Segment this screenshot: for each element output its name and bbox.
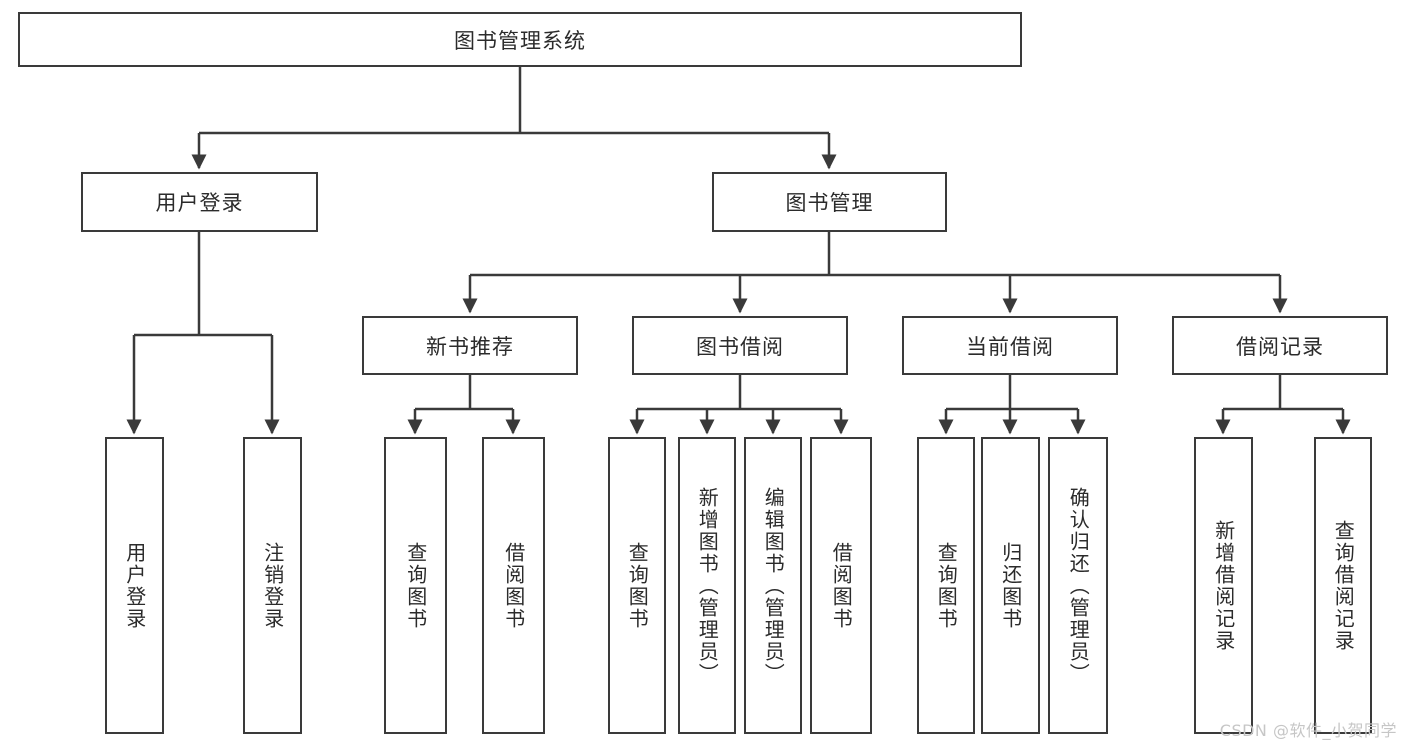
node-leaf-add-book-label: 新增图书（管理员）	[695, 487, 720, 685]
node-leaf-edit-book-label: 编辑图书（管理员）	[761, 487, 786, 685]
node-new-book-rec-label: 新书推荐	[426, 334, 514, 359]
node-user-login-label: 用户登录	[155, 191, 244, 215]
node-leaf-borrow-book-rec[interactable]: 借阅图书	[482, 437, 545, 734]
node-leaf-query-record[interactable]: 查询借阅记录	[1314, 437, 1372, 734]
node-leaf-add-book[interactable]: 新增图书（管理员）	[678, 437, 736, 734]
watermark-text: CSDN @软件_小贺同学	[1219, 721, 1397, 740]
node-leaf-query-book-rec[interactable]: 查询图书	[384, 437, 447, 734]
node-leaf-query-book-rec-label: 查询图书	[403, 542, 428, 630]
node-book-manage[interactable]: 图书管理	[712, 172, 947, 232]
node-leaf-add-record-label: 新增借阅记录	[1211, 520, 1236, 652]
node-leaf-borrow-book-rec-label: 借阅图书	[501, 542, 526, 630]
node-leaf-user-login-label: 用户登录	[122, 542, 147, 630]
node-leaf-add-record[interactable]: 新增借阅记录	[1194, 437, 1253, 734]
node-borrow-record[interactable]: 借阅记录	[1172, 316, 1388, 375]
node-leaf-confirm-return[interactable]: 确认归还（管理员）	[1048, 437, 1108, 734]
node-leaf-logout[interactable]: 注销登录	[243, 437, 302, 734]
node-book-borrow-label: 图书借阅	[696, 334, 784, 359]
node-root-label: 图书管理系统	[454, 28, 586, 53]
node-leaf-borrow-book-b[interactable]: 借阅图书	[810, 437, 872, 734]
node-borrow-record-label: 借阅记录	[1236, 334, 1324, 359]
node-root[interactable]: 图书管理系统	[18, 12, 1022, 67]
node-leaf-query-book-b[interactable]: 查询图书	[608, 437, 666, 734]
node-leaf-query-book-c[interactable]: 查询图书	[917, 437, 975, 734]
node-leaf-query-book-b-label: 查询图书	[625, 542, 650, 630]
node-leaf-logout-label: 注销登录	[260, 542, 285, 630]
node-leaf-borrow-book-b-label: 借阅图书	[829, 542, 854, 630]
node-current-borrow[interactable]: 当前借阅	[902, 316, 1118, 375]
node-current-borrow-label: 当前借阅	[966, 334, 1054, 359]
node-book-borrow[interactable]: 图书借阅	[632, 316, 848, 375]
node-leaf-confirm-return-label: 确认归还（管理员）	[1066, 487, 1091, 685]
node-leaf-query-record-label: 查询借阅记录	[1331, 520, 1356, 652]
node-leaf-user-login[interactable]: 用户登录	[105, 437, 164, 734]
node-user-login[interactable]: 用户登录	[81, 172, 318, 232]
node-book-manage-label: 图书管理	[785, 191, 874, 215]
node-new-book-rec[interactable]: 新书推荐	[362, 316, 578, 375]
node-leaf-return-book[interactable]: 归还图书	[981, 437, 1040, 734]
node-leaf-query-book-c-label: 查询图书	[934, 542, 959, 630]
node-leaf-return-book-label: 归还图书	[998, 542, 1023, 630]
node-leaf-edit-book[interactable]: 编辑图书（管理员）	[744, 437, 802, 734]
